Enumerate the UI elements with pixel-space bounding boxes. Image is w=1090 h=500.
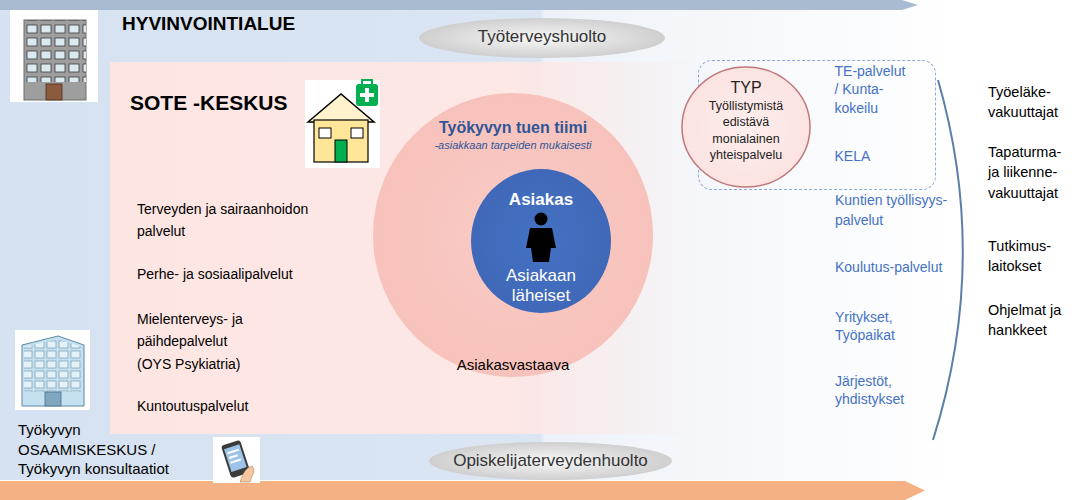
client-title: Asiakas <box>470 190 612 210</box>
service-ellipse-shape <box>419 18 665 58</box>
service-area: SOTE -KESKUS Terveyden ja sairaanhoidon p… <box>110 62 700 434</box>
house-icon <box>305 80 380 168</box>
building-icon <box>10 10 98 102</box>
icon-background <box>213 437 260 483</box>
region-title: HYVINVOINTIALUE <box>122 13 402 36</box>
partner-label: KELA <box>835 148 915 165</box>
client-label: Asiakaan läheiset <box>491 266 591 307</box>
icon-background <box>10 10 98 102</box>
icon-background <box>305 80 380 168</box>
stakeholder-label: Tutkimus- laitokset <box>988 236 1076 277</box>
area-title: SOTE -KESKUS <box>130 90 330 115</box>
center-label: Työkyvyn OSAAMISKESKUS / Työkyvyn konsul… <box>18 420 198 479</box>
partner-label: TE-palvelut / Kunta- kokeilu <box>835 62 911 119</box>
bottom-arrow <box>0 481 925 500</box>
house-window <box>351 128 363 138</box>
bag-handle <box>362 80 372 84</box>
bag-cross <box>360 93 374 97</box>
service-item: Terveyden ja sairaanhoidon palvelut <box>137 198 337 243</box>
service-item: Kuntoutuspalvelut <box>137 395 337 417</box>
service-ellipse: Opiskelijaterveydenhuolto <box>428 441 673 481</box>
glass-building-icon <box>15 330 90 410</box>
person-body <box>526 228 556 262</box>
team-circle-shape <box>373 93 653 377</box>
ellipse-label: Työterveyshuolto <box>418 27 666 47</box>
typ-description: Työllistymistä edistävä monialainen yhte… <box>693 98 799 163</box>
role-label: Asiakasvastaava <box>372 356 654 374</box>
hand <box>240 466 254 482</box>
team-circle: Työkyvyn tuen tiimi -asiakkaan tarpeiden … <box>372 92 654 378</box>
bag-cross <box>365 88 369 102</box>
ellipse-label: Opiskelijaterveydenhuolto <box>428 451 673 471</box>
service-item: Perhe- ja sosiaalipalvelut <box>137 263 337 285</box>
person-icon <box>526 213 556 263</box>
stakeholder-label: Tapaturma- ja liikenne- vakuuttajat <box>988 142 1076 203</box>
partner-label: Yritykset, Työpaikat <box>835 308 945 344</box>
person-head <box>535 213 548 226</box>
partner-label: Järjestöt, yhdistykset <box>835 372 945 408</box>
partner-label: Koulutus-palvelut <box>835 257 965 277</box>
top-arrow <box>0 0 918 10</box>
phone-line <box>229 454 238 459</box>
phone-frame <box>221 440 251 479</box>
building-windows <box>24 339 82 392</box>
phone-body <box>221 440 251 479</box>
phone-screen <box>224 444 247 472</box>
building-body <box>22 336 84 406</box>
building-windows <box>24 20 86 82</box>
group-bracket <box>933 80 963 440</box>
phone-line <box>230 458 241 463</box>
house-body <box>314 120 368 162</box>
stakeholder-label: Työeläke- vakuuttajat <box>988 82 1076 123</box>
medical-bag <box>356 84 378 106</box>
typ-circle: TYPTyöllistymistä edistävä monialainen y… <box>681 66 811 188</box>
phone-line <box>227 449 239 455</box>
phone-icon <box>213 437 260 483</box>
team-title: Työkyvyn tuen tiimi <box>372 118 654 137</box>
typ-title: TYP <box>681 78 811 97</box>
team-subtitle: -asiakkaan tarpeiden mukaisesti <box>372 139 654 152</box>
building-door <box>45 392 61 406</box>
house-window <box>319 128 331 138</box>
building-door <box>46 84 62 100</box>
region-band: HYVINVOINTIALUE TyöterveyshuoltoSOTE -KES… <box>0 0 1090 480</box>
client-circle-shape <box>471 169 611 313</box>
stakeholder-label: Ohjelmat ja hankkeet <box>988 300 1076 341</box>
icon-background <box>15 330 90 410</box>
typ-circle-shape <box>682 67 810 187</box>
dashed-group: TE-palvelut / Kunta- kokeiluKELATYPTyöll… <box>698 60 936 190</box>
client-circle: AsiakasAsiakaan läheiset <box>470 168 612 314</box>
service-ellipse-shape <box>429 442 672 480</box>
building-body <box>24 20 86 100</box>
service-ellipse: Työterveyshuolto <box>418 17 666 59</box>
house-door <box>335 140 347 162</box>
service-item: Mielenterveys- ja päihdepalvelut (OYS Ps… <box>137 308 259 375</box>
house-roof <box>308 94 374 122</box>
partner-label: Kuntien työllisyys-palvelut <box>835 190 965 231</box>
